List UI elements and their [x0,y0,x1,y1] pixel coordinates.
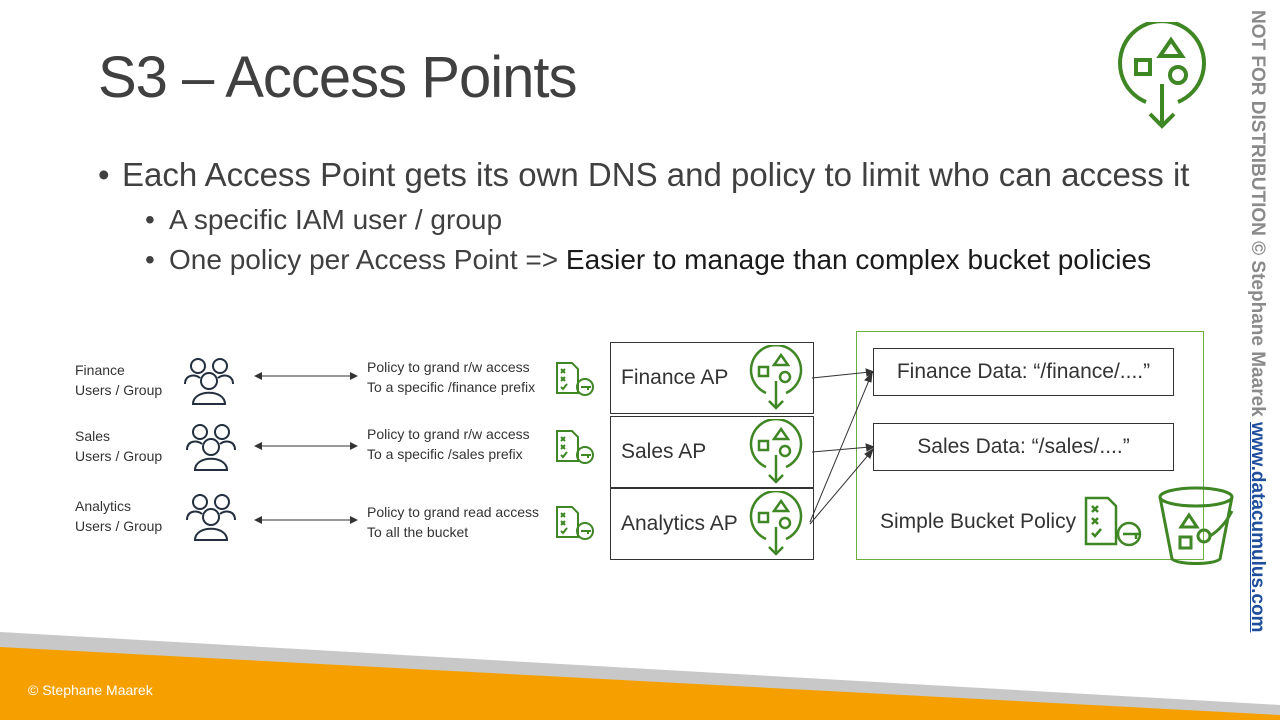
double-arrow [254,516,358,524]
double-arrow [254,442,358,450]
finance-data-box: Finance Data: “/finance/....” [873,348,1174,396]
sales-policy-label: Policy to grand r/w access To a specific… [367,424,530,464]
bullet-main: • Each Access Point gets its own DNS and … [98,156,1189,194]
access-connectors [809,368,876,525]
policy-line: Policy to grand r/w access [367,359,530,375]
bullet-sub2-text: One policy per Access Point => [169,244,566,275]
s3-access-point-icon [749,419,803,484]
policy-line: Policy to grand read access [367,504,539,520]
bullet-sub2: • One policy per Access Point => Easier t… [145,244,1151,276]
policy-line: To all the bucket [367,524,469,540]
sales-data-box: Sales Data: “/sales/....” [873,423,1174,471]
double-arrow [254,372,358,380]
policy-line: Policy to grand r/w access [367,426,530,442]
footer-copyright: © Stephane Maarek [28,682,153,698]
bullet-sub1-text: A specific IAM user / group [169,204,503,235]
policy-document-key-icon [1084,496,1142,547]
bullet-marker: • [145,204,155,235]
side-watermark: NOT FOR DISTRIBUTION © Stephane Maarek w… [1246,10,1268,632]
group-name: Finance [75,362,125,378]
group-name: Analytics [75,498,132,514]
policy-line: To a specific /sales prefix [367,446,523,462]
finance-group-label: Finance Users / Group [75,360,162,400]
bullet-sub1: • A specific IAM user / group [145,204,502,236]
slide-title: S3 – Access Points [98,45,577,110]
policy-document-key-icon [556,362,594,396]
users-group-icon [184,358,234,405]
s3-bucket-icon [1158,486,1234,565]
sales-access-point: Sales AP [610,416,814,488]
users-group-icon [186,424,236,471]
users-group-icon [186,494,236,541]
simple-bucket-policy-label: Simple Bucket Policy [880,510,1077,533]
access-point-label: Finance AP [621,366,729,389]
bullet-sub2-emphasis: Easier to manage than complex bucket pol… [565,244,1152,275]
distribution-notice: NOT FOR DISTRIBUTION © Stephane Maarek [1247,10,1268,422]
finance-policy-label: Policy to grand r/w access To a specific… [367,357,535,397]
s3-access-point-icon [749,491,803,556]
bullet-main-text: Each Access Point gets its own DNS and p… [122,156,1190,193]
group-name: Sales [75,428,111,444]
analytics-policy-label: Policy to grand read access To all the b… [367,502,539,542]
website-link[interactable]: www.datacumulus.com [1247,422,1268,633]
policy-document-key-icon [556,506,594,540]
bullet-marker: • [145,244,155,275]
policy-line: To a specific /finance prefix [367,379,536,395]
policy-document-key-icon [556,430,594,464]
s3-access-point-icon [749,345,803,410]
group-type: Users / Group [75,448,163,464]
access-point-label: Sales AP [621,440,707,463]
group-type: Users / Group [75,518,163,534]
s3-bucket-frame [856,331,1204,560]
bullet-marker: • [98,156,110,193]
group-type: Users / Group [75,382,163,398]
access-point-label: Analytics AP [621,512,738,535]
sales-group-label: Sales Users / Group [75,426,162,466]
analytics-group-label: Analytics Users / Group [75,496,162,536]
s3-access-point-icon [1118,22,1206,129]
